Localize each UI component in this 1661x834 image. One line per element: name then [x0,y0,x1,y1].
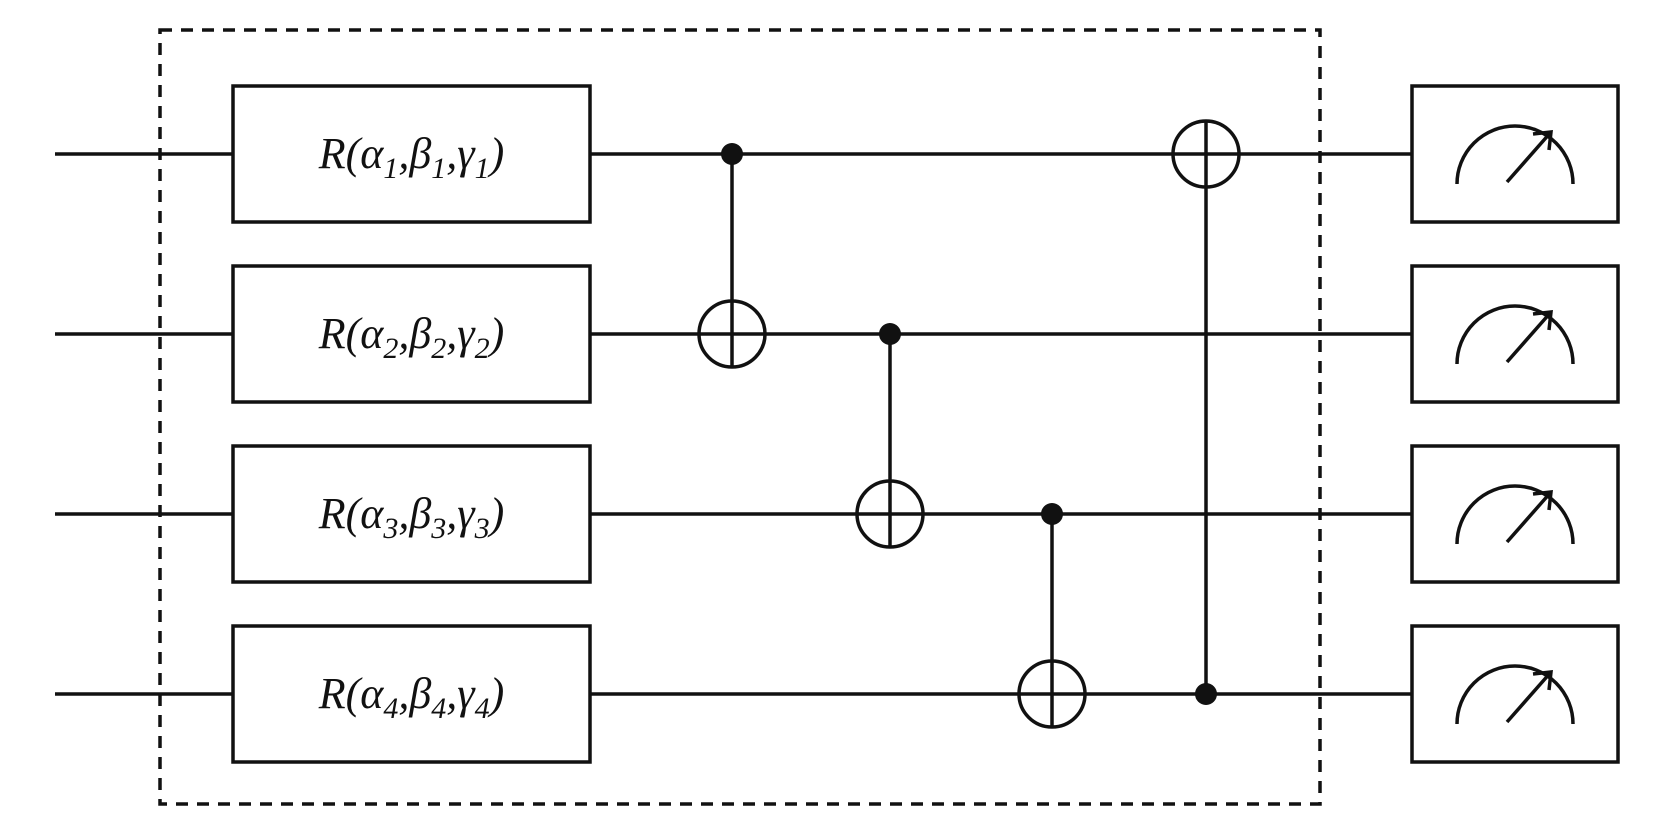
measurement-box-2 [1410,264,1620,404]
param-subscript: 1 [475,152,490,185]
target-xor-icon [1017,659,1087,729]
meter-needle [1505,310,1553,364]
param-separator: , [446,669,457,718]
param-separator: ) [487,129,505,178]
param-separator: ) [487,489,505,538]
param-symbol: α [360,129,384,178]
gate-symbol: R( [318,669,363,718]
param-subscript: 3 [430,512,446,545]
control-dot [1041,503,1063,525]
measurement-box-1 [1410,84,1620,224]
param-subscript: 1 [431,152,446,185]
gate-box [231,264,592,404]
meter-icon [1455,304,1575,365]
gate-box [231,624,592,764]
gate-symbol: R( [318,129,363,178]
cnot-gate-2 [855,323,925,549]
param-symbol: α [360,309,384,358]
meter-icon [1455,664,1575,725]
target-xor-icon [697,299,767,369]
gate-label: R(α2,β2,γ2) [318,309,505,365]
param-subscript: 4 [475,692,490,725]
meter-arc [1455,124,1575,185]
param-separator: , [446,489,457,538]
param-separator: , [398,129,409,178]
param-separator: ) [487,669,505,718]
param-symbol: α [360,489,384,538]
param-separator: , [446,129,457,178]
param-subscript: 2 [383,332,398,365]
gate-label: R(α1,β1,γ1) [318,129,505,185]
meter-arc [1455,484,1575,545]
param-symbol: γ [457,129,476,178]
param-separator: , [446,309,457,358]
rotation-gate-4: R(α4,β4,γ4) [231,624,592,764]
meter-needle [1505,130,1553,184]
param-symbol: γ [457,309,476,358]
cnot-ladder [697,119,1241,729]
param-subscript: 2 [431,332,446,365]
param-subscript: 3 [382,512,398,545]
param-symbol: γ [457,669,476,718]
param-subscript: 1 [383,152,398,185]
meter-arrowhead [1532,490,1553,511]
param-separator: ) [487,309,505,358]
measurement-box [1410,444,1620,584]
param-symbol: β [408,489,431,538]
param-symbol: β [408,309,431,358]
param-separator: , [398,669,409,718]
param-subscript: 4 [431,692,446,725]
measurement-column [1410,84,1620,764]
target-xor-icon [1171,119,1241,189]
control-dot [721,143,743,165]
param-symbol: β [408,669,431,718]
target-xor-icon [855,479,925,549]
control-dot [879,323,901,345]
measurement-box-4 [1410,624,1620,764]
measurement-box-3 [1410,444,1620,584]
measurement-box [1410,84,1620,224]
gate-symbol: R( [318,309,363,358]
param-symbol: β [408,129,431,178]
control-dot [1195,683,1217,705]
meter-arc [1455,664,1575,725]
meter-needle [1505,670,1553,724]
gate-symbol: R( [318,489,363,538]
gate-label: R(α4,β4,γ4) [318,669,505,725]
gate-box [231,84,592,224]
meter-icon [1455,124,1575,185]
param-subscript: 2 [475,332,490,365]
cnot-gate-3 [1017,503,1087,729]
meter-arrowhead [1532,670,1553,691]
rotation-gates: R(α1,β1,γ1)R(α2,β2,γ2)R(α3,β3,γ3)R(α4,β4… [231,84,592,764]
param-symbol: γ [457,489,476,538]
param-separator: , [398,489,409,538]
measurement-box [1410,624,1620,764]
rotation-gate-1: R(α1,β1,γ1) [231,84,592,224]
meter-needle [1505,490,1553,544]
cnot-gate-4 [1171,119,1241,705]
param-subscript: 4 [383,692,398,725]
rotation-gate-2: R(α2,β2,γ2) [231,264,592,404]
cnot-gate-1 [697,143,767,369]
meter-arrowhead [1532,310,1553,331]
meter-arrowhead [1532,130,1553,151]
meter-icon [1455,484,1575,545]
measurement-box [1410,264,1620,404]
gate-box [231,444,592,584]
rotation-gate-3: R(α3,β3,γ3) [231,444,592,584]
param-symbol: α [360,669,384,718]
param-separator: , [398,309,409,358]
gate-label: R(α3,β3,γ3) [318,489,505,545]
meter-arc [1455,304,1575,365]
param-subscript: 3 [474,512,490,545]
